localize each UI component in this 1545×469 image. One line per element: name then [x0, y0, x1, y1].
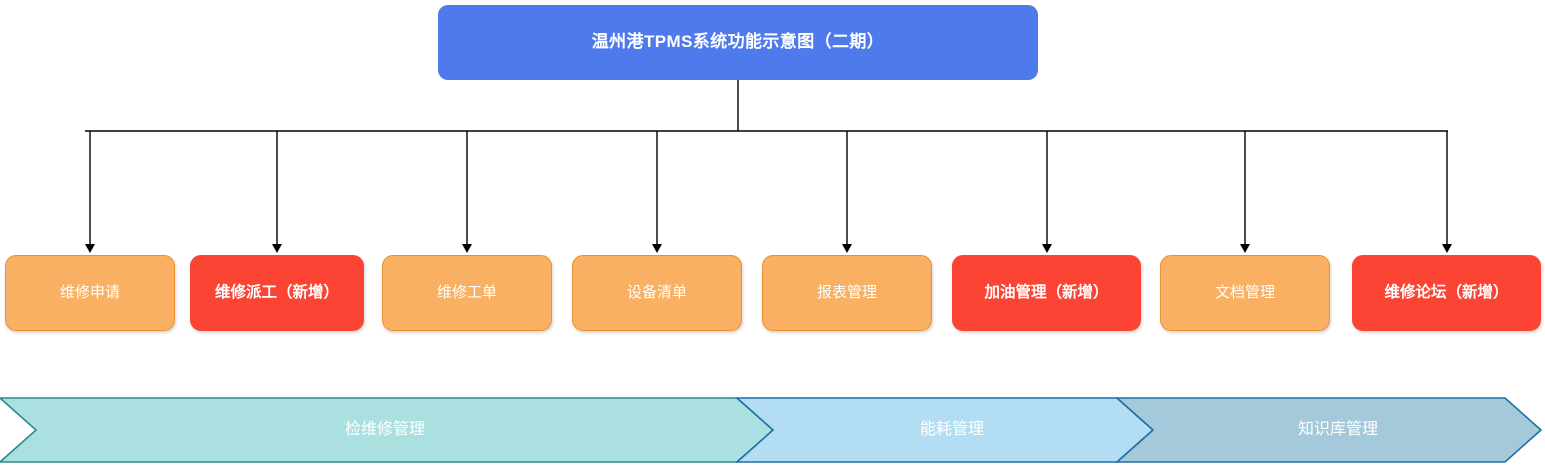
leaf-node-label: 文档管理: [1214, 284, 1275, 301]
category-band-shape[interactable]: [0, 397, 775, 463]
leaf-node[interactable]: 设备清单: [572, 255, 742, 331]
leaf-node-label: 维修派工（新增）: [214, 283, 339, 301]
leaf-node[interactable]: 加油管理（新增）: [952, 255, 1141, 331]
category-band-group: 检维修管理能耗管理知识库管理: [0, 397, 1545, 463]
category-band-shapes: [0, 397, 1543, 463]
leaf-node-label: 维修工单: [436, 284, 497, 301]
leaf-node[interactable]: 维修申请: [5, 255, 175, 331]
leaf-node-label: 加油管理（新增）: [984, 283, 1109, 301]
root-node-label: 温州港TPMS系统功能示意图（二期）: [591, 32, 885, 52]
leaf-node[interactable]: 维修工单: [382, 255, 552, 331]
leaf-node-label: 报表管理: [816, 284, 877, 301]
leaf-node[interactable]: 文档管理: [1160, 255, 1330, 331]
leaf-node[interactable]: 维修论坛（新增）: [1352, 255, 1541, 331]
connector-arrowhead: [1042, 244, 1052, 253]
connector-arrowhead: [462, 244, 472, 253]
leaf-node-label: 维修申请: [59, 284, 120, 301]
connector-arrowhead: [652, 244, 662, 253]
category-band-shape[interactable]: [1114, 397, 1543, 463]
leaf-node[interactable]: 维修派工（新增）: [190, 255, 364, 331]
leaf-node[interactable]: 报表管理: [762, 255, 932, 331]
connector-arrowhead: [842, 244, 852, 253]
leaf-node-label: 设备清单: [626, 284, 687, 301]
connector-arrowhead: [1240, 244, 1250, 253]
root-node-title[interactable]: 温州港TPMS系统功能示意图（二期）: [438, 5, 1038, 80]
category-band-shape[interactable]: [734, 397, 1155, 463]
connector-arrowhead: [1442, 244, 1452, 253]
connector-arrowhead: [85, 244, 95, 253]
connector-arrowhead: [272, 244, 282, 253]
leaf-node-label: 维修论坛（新增）: [1384, 283, 1509, 301]
